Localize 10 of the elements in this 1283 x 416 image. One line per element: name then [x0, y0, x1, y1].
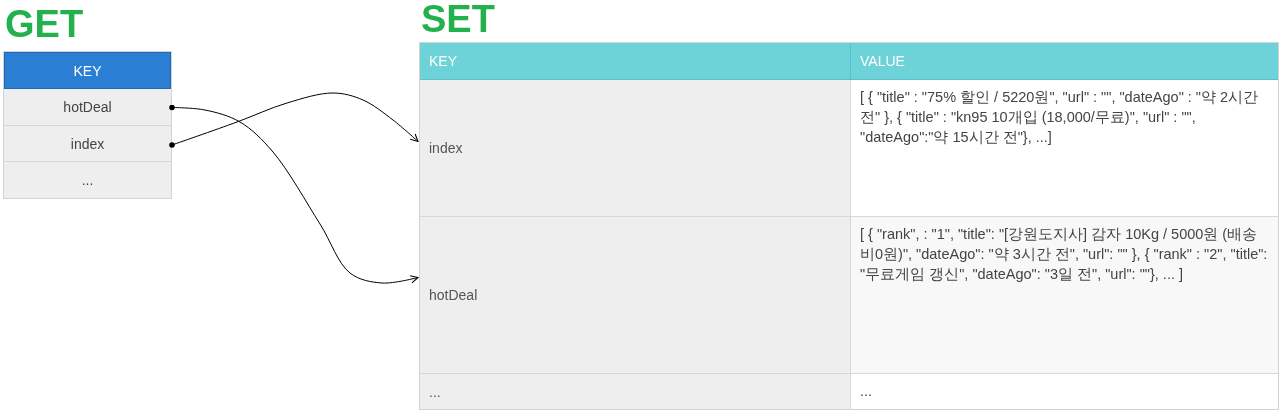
header-cell: VALUE — [850, 43, 1278, 80]
section-heading: GET — [5, 5, 84, 43]
curved-arrow — [169, 104, 419, 284]
header-cell: KEY — [420, 43, 850, 80]
section-heading: SET — [421, 0, 495, 38]
header-cell: KEY — [4, 52, 171, 89]
curved-arrow — [169, 92, 419, 148]
value-cell: ... — [850, 374, 1278, 409]
value-cell: [ { "rank", : "1", "title": "[강원도지사] 감자 10Kg / 5000원 (배송비0원)", "dateAgo": "약 3시간 전", "url": "" }, { "rank" : "2", "title": "무료게임 갱신", "dateAgo": "3일 전", "url": ""}, ... ] — [850, 217, 1278, 374]
value-cell: [ { "title" : "75% 할인 / 5220원", "url" : "", "dateAgo" : "약 2시간 전" }, { "title" : "kn95 10개입 (18,000/무료)", "url" : "", "dateAgo":"약 15시간 전"}, ...] — [850, 80, 1278, 217]
